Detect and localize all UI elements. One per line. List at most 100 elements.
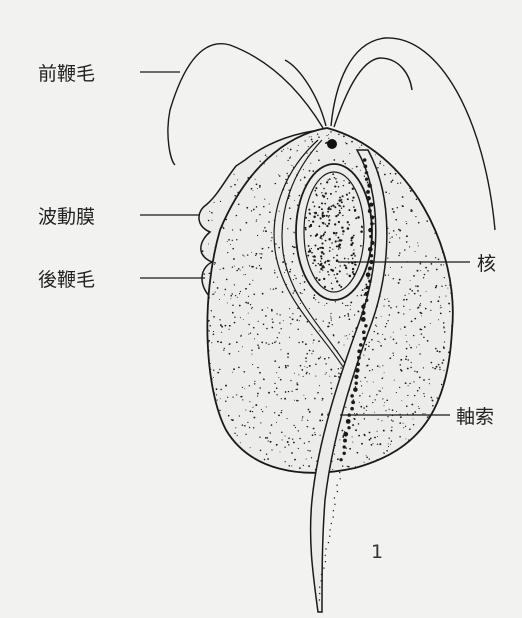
stipple-dot <box>216 394 217 395</box>
stipple-dot <box>298 430 299 431</box>
stipple-dot <box>349 153 350 154</box>
stipple-dot <box>403 313 404 314</box>
stipple-dot <box>325 192 327 194</box>
stipple-dot <box>272 321 274 323</box>
stipple-dot <box>315 376 316 377</box>
stipple-dot <box>368 358 370 360</box>
stipple-dot <box>287 418 288 419</box>
stipple-dot <box>302 341 304 343</box>
stipple-dot <box>227 397 228 398</box>
stipple-dot <box>389 314 390 315</box>
stipple-dot <box>363 407 365 409</box>
stipple-dot <box>230 467 231 468</box>
stipple-dot <box>303 376 304 377</box>
stipple-dot <box>266 328 268 330</box>
stipple-dot <box>346 273 347 274</box>
stipple-dot <box>337 237 339 239</box>
stipple-dot <box>239 305 241 307</box>
stipple-dot <box>351 141 353 143</box>
stipple-dot <box>248 313 249 314</box>
axostyle-granule <box>354 375 358 379</box>
stipple-dot <box>240 230 241 231</box>
stipple-dot <box>405 438 406 439</box>
axostyle-granule <box>368 209 372 213</box>
stipple-dot <box>265 132 267 134</box>
stipple-dot <box>328 134 329 135</box>
stipple-dot <box>208 320 210 322</box>
stipple-dot <box>342 128 343 129</box>
stipple-dot <box>287 441 289 443</box>
stipple-dot <box>371 444 373 446</box>
stipple-dot <box>220 389 221 390</box>
stipple-dot <box>206 174 208 176</box>
stipple-dot <box>351 236 353 238</box>
stipple-dot <box>322 400 323 401</box>
stipple-dot <box>365 348 367 350</box>
stipple-dot <box>300 292 302 294</box>
stipple-dot <box>409 168 410 169</box>
stipple-dot <box>382 377 383 378</box>
stipple-dot <box>439 400 441 402</box>
stipple-dot <box>209 160 210 161</box>
axostyle-granule <box>319 593 320 594</box>
stipple-dot <box>439 407 440 408</box>
stipple-dot <box>256 206 258 208</box>
stipple-dot <box>269 204 270 205</box>
stipple-dot <box>445 296 446 297</box>
stipple-dot <box>217 423 219 425</box>
stipple-dot <box>239 293 240 294</box>
stipple-dot <box>198 206 199 207</box>
stipple-dot <box>340 197 341 198</box>
stipple-dot <box>401 127 402 128</box>
stipple-dot <box>261 142 263 144</box>
stipple-dot <box>320 235 322 237</box>
stipple-dot <box>275 243 276 244</box>
stipple-dot <box>330 382 331 383</box>
stipple-dot <box>455 141 456 142</box>
stipple-dot <box>320 264 322 266</box>
stipple-dot <box>211 139 212 140</box>
stipple-dot <box>443 264 444 265</box>
stipple-dot <box>217 287 219 289</box>
stipple-dot <box>383 472 385 474</box>
stipple-dot <box>449 311 450 312</box>
stipple-dot <box>339 212 341 214</box>
stipple-dot <box>297 384 299 386</box>
stipple-dot <box>214 264 215 265</box>
stipple-dot <box>335 267 336 268</box>
stipple-dot <box>442 420 444 422</box>
stipple-dot <box>284 272 285 273</box>
stipple-dot <box>330 313 331 314</box>
stipple-dot <box>245 409 246 410</box>
stipple-dot <box>229 325 231 327</box>
stipple-dot <box>339 270 341 272</box>
stipple-dot <box>382 365 383 366</box>
stipple-dot <box>399 252 400 253</box>
stipple-dot <box>278 366 280 368</box>
stipple-dot <box>234 455 236 457</box>
stipple-dot <box>422 145 423 146</box>
stipple-dot <box>224 165 225 166</box>
stipple-dot <box>224 166 225 167</box>
stipple-dot <box>359 395 361 397</box>
label-anterior-flagella: 前鞭毛 <box>38 63 95 85</box>
stipple-dot <box>220 398 221 399</box>
stipple-dot <box>314 190 316 192</box>
stipple-dot <box>392 132 393 133</box>
stipple-dot <box>372 443 373 444</box>
stipple-dot <box>358 423 360 425</box>
stipple-dot <box>395 134 396 135</box>
stipple-dot <box>388 443 389 444</box>
stipple-dot <box>309 411 311 413</box>
stipple-dot <box>224 126 225 127</box>
stipple-dot <box>338 205 340 207</box>
stipple-dot <box>416 371 418 373</box>
stipple-dot <box>443 464 445 466</box>
stipple-dot <box>217 133 218 134</box>
stipple-dot <box>380 390 381 391</box>
stipple-dot <box>313 339 315 341</box>
stipple-dot <box>328 216 329 217</box>
stipple-dot <box>318 159 320 161</box>
stipple-dot <box>211 193 212 194</box>
stipple-dot <box>229 329 230 330</box>
